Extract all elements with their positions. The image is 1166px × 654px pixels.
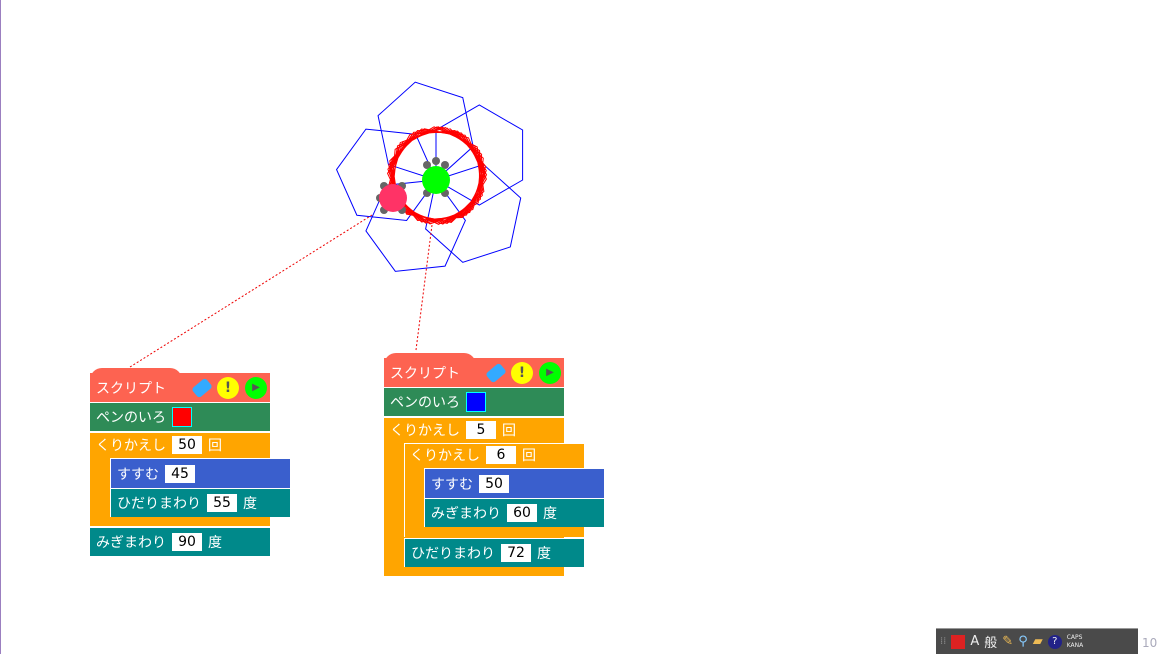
toolbox-icon[interactable]: ▰ <box>1032 634 1043 649</box>
run-icon[interactable]: ▶ <box>539 361 561 384</box>
input-mode-button[interactable]: A <box>970 634 980 649</box>
label: ひだりまわり <box>411 546 495 562</box>
label: 回 <box>208 438 222 454</box>
eraser-icon[interactable] <box>485 362 507 383</box>
script-title: スクリプト <box>96 380 166 397</box>
ime-check-icon[interactable] <box>951 634 966 649</box>
label: ペンのいろ <box>390 395 460 411</box>
label: すすむ <box>431 476 473 493</box>
label: すすむ <box>117 466 159 483</box>
move-input[interactable]: 45 <box>165 464 195 483</box>
alert-icon[interactable]: ! <box>217 376 239 399</box>
tools-icon[interactable]: ✎ <box>1002 634 1014 649</box>
run-icon[interactable]: ▶ <box>245 376 267 399</box>
turn-input[interactable]: 60 <box>507 504 537 522</box>
kana-indicator: KANA <box>1066 641 1084 649</box>
color-swatch[interactable] <box>172 407 192 427</box>
conversion-mode-button[interactable]: 般 <box>984 636 998 651</box>
pen-path <box>388 126 488 225</box>
move-block[interactable]: すすむ 50 <box>424 468 604 498</box>
turtle-link-2 <box>415 224 433 351</box>
turn-left-block[interactable]: ひだりまわり 55 度 <box>110 488 290 517</box>
move-block[interactable]: すすむ 45 <box>110 458 290 488</box>
turtle-link-1 <box>129 214 373 368</box>
repeat-count-input[interactable]: 6 <box>486 446 516 464</box>
label: みぎまわり <box>96 535 166 551</box>
turtle-green[interactable] <box>422 157 450 197</box>
clock-text: 10 <box>1142 636 1158 650</box>
turn-input[interactable]: 55 <box>207 494 237 512</box>
repeat-header: くりかえし 50 回 <box>90 433 222 457</box>
turn-input[interactable]: 90 <box>172 533 202 551</box>
move-input[interactable]: 50 <box>479 474 509 493</box>
turtle-pink[interactable] <box>376 182 407 214</box>
window-border <box>0 0 1 654</box>
label: ペンのいろ <box>96 410 166 426</box>
label: 度 <box>543 506 557 522</box>
label: 回 <box>522 448 536 464</box>
label: みぎまわり <box>431 506 501 522</box>
label: ひだりまわり <box>117 496 201 512</box>
eraser-icon[interactable] <box>191 377 213 398</box>
help-icon[interactable]: ? <box>1047 634 1062 649</box>
label: くりかえし <box>410 448 480 464</box>
red-ring-drawing <box>386 126 488 225</box>
script-title: スクリプト <box>390 365 460 382</box>
repeat-count-input[interactable]: 5 <box>466 421 496 439</box>
color-swatch[interactable] <box>466 392 486 412</box>
alert-icon[interactable]: ! <box>511 361 533 384</box>
label: くりかえし <box>96 438 166 454</box>
label: 度 <box>537 546 551 562</box>
turn-right-block[interactable]: みぎまわり 60 度 <box>424 498 604 527</box>
caps-indicator: CAPS <box>1066 633 1083 641</box>
repeat-count-input[interactable]: 50 <box>172 436 202 454</box>
pen-color-block[interactable]: ペンのいろ <box>90 403 270 431</box>
label: くりかえし <box>390 423 460 439</box>
turn-input[interactable]: 72 <box>501 544 531 562</box>
dictionary-icon[interactable]: ⚲ <box>1018 634 1028 649</box>
pen-color-block[interactable]: ペンのいろ <box>384 388 564 416</box>
label: 度 <box>208 535 222 551</box>
label: 度 <box>243 496 257 512</box>
label: 回 <box>502 423 516 439</box>
grip-icon[interactable]: ⁞⁞ <box>940 636 947 647</box>
turn-right-block[interactable]: みぎまわり 90 度 <box>90 528 270 556</box>
turn-left-block[interactable]: ひだりまわり 72 度 <box>404 538 584 567</box>
